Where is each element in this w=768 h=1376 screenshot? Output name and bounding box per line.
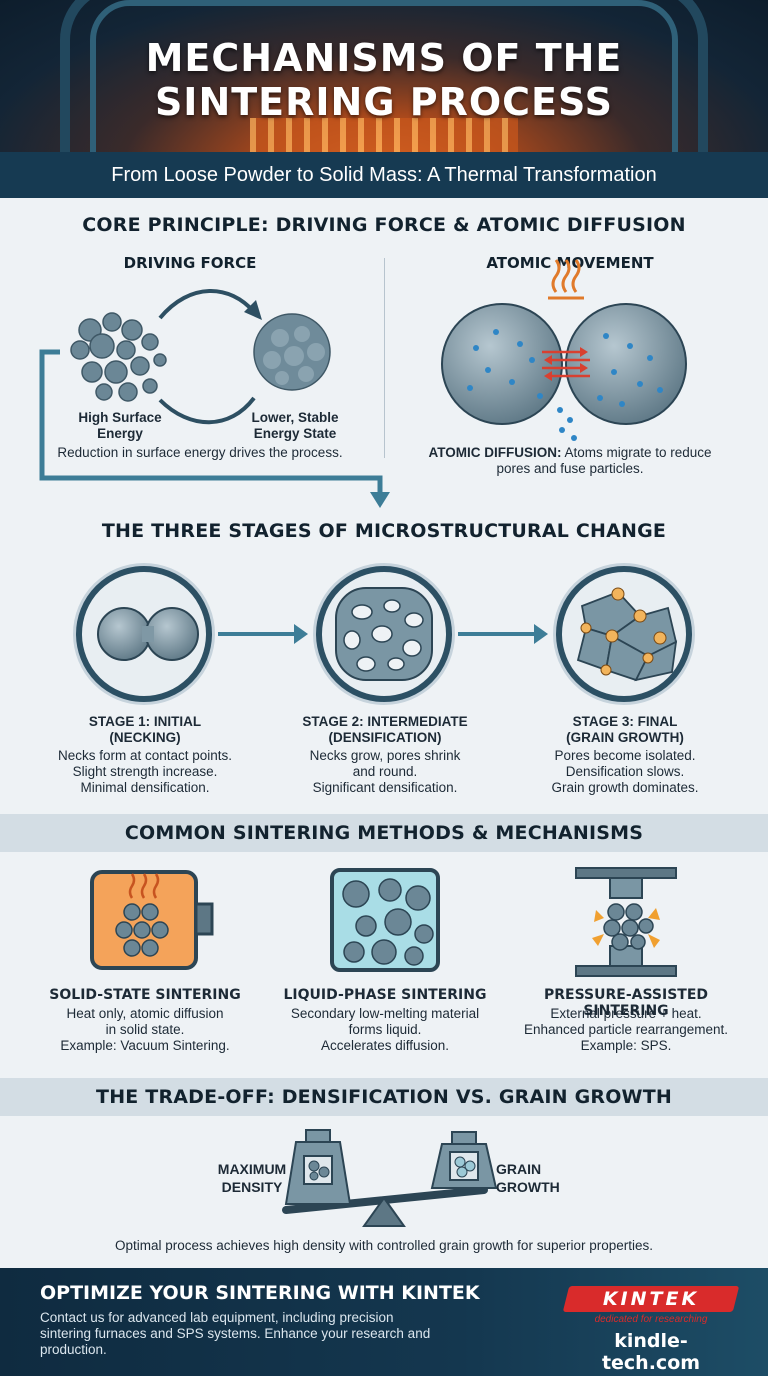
subtitle: From Loose Powder to Solid Mass: A Therm… bbox=[0, 152, 768, 198]
title-line-1: MECHANISMS OF THE bbox=[145, 36, 623, 80]
method-1-title: SOLID-STATE SINTERING bbox=[49, 987, 241, 1003]
grain-growth-line-1: GRAIN bbox=[496, 1161, 542, 1177]
atomic-movement-heading: ATOMIC MOVEMENT bbox=[486, 254, 654, 272]
high-energy-label: High Surface Energy bbox=[70, 410, 170, 442]
furnace-grate bbox=[250, 118, 518, 152]
stage-1-line-3: Minimal densification. bbox=[80, 780, 210, 795]
method-2-text: Secondary low-melting material forms liq… bbox=[265, 1006, 505, 1054]
atomic-diffusion-caption: ATOMIC DIFFUSION: Atoms migrate to reduc… bbox=[410, 445, 730, 477]
method-2-line-3: Accelerates diffusion. bbox=[320, 1038, 450, 1053]
stable-energy-label: Lower, Stable Energy State bbox=[240, 410, 350, 442]
stage-arrow-1-head bbox=[294, 624, 308, 644]
stages-section-title: THE THREE STAGES OF MICROSTRUCTURAL CHAN… bbox=[101, 520, 667, 542]
stage-3-title-line-2: (GRAIN GROWTH) bbox=[566, 730, 684, 745]
logo-tagline: dedicated for researching bbox=[594, 1314, 708, 1325]
stage-3-line-3: Grain growth dominates. bbox=[551, 780, 699, 795]
method-1-text: Heat only, atomic diffusion in solid sta… bbox=[20, 1006, 270, 1054]
grain-growth-line-2: GROWTH bbox=[496, 1179, 560, 1195]
stage-3-line-1: Pores become isolated. bbox=[554, 748, 696, 763]
stage-3-text: Pores become isolated. Densification slo… bbox=[520, 748, 730, 796]
stable-energy-line-1: Lower, Stable bbox=[251, 410, 339, 425]
core-section-title: CORE PRINCIPLE: DRIVING FORCE & ATOMIC D… bbox=[82, 214, 686, 236]
methods-section-title: COMMON SINTERING METHODS & MECHANISMS bbox=[124, 822, 644, 844]
furnace-frame bbox=[60, 0, 708, 152]
method-3-text: External pressure + heat. Enhanced parti… bbox=[500, 1006, 752, 1054]
hero-banner: MECHANISMS OF THE SINTERING PROCESS bbox=[0, 0, 768, 152]
title-line-2: SINTERING PROCESS bbox=[154, 80, 614, 124]
method-3-line-3: Example: SPS. bbox=[580, 1038, 672, 1053]
stage-arrow-1 bbox=[218, 632, 296, 636]
stage-1-line-1: Necks form at contact points. bbox=[57, 748, 233, 763]
logo-text: KINTEK bbox=[602, 1288, 700, 1310]
stage-2-title-line-1: STAGE 2: INTERMEDIATE bbox=[302, 714, 468, 729]
stage-illustrations bbox=[97, 587, 678, 682]
methods-band bbox=[0, 814, 768, 852]
high-energy-line-1: High Surface bbox=[78, 410, 162, 425]
max-density-line-1: MAXIMUM bbox=[217, 1161, 287, 1177]
method-1-line-1: Heat only, atomic diffusion bbox=[66, 1006, 224, 1021]
stage-1-line-2: Slight strength increase. bbox=[72, 764, 218, 779]
footer: OPTIMIZE YOUR SINTERING WITH KINTEK Cont… bbox=[0, 1268, 768, 1376]
stage-1-text: Necks form at contact points. Slight str… bbox=[40, 748, 250, 796]
stage-2-text: Necks grow, pores shrink and round. Sign… bbox=[280, 748, 490, 796]
stage-3-title-line-1: STAGE 3: FINAL bbox=[572, 714, 678, 729]
stage-arrow-2 bbox=[458, 632, 536, 636]
website-link[interactable]: kindle-tech.com bbox=[601, 1330, 701, 1374]
stage-3-title: STAGE 3: FINAL (GRAIN GROWTH) bbox=[520, 714, 730, 746]
max-density-label: MAXIMUM DENSITY bbox=[212, 1160, 292, 1196]
furnace-inner-frame bbox=[90, 0, 678, 152]
method-2-line-2: forms liquid. bbox=[348, 1022, 422, 1037]
footer-heading: OPTIMIZE YOUR SINTERING WITH KINTEK bbox=[40, 1282, 480, 1304]
atomic-diffusion-label: ATOMIC DIFFUSION: bbox=[428, 445, 562, 460]
atomic-diffusion-text: Atoms migrate to reduce bbox=[561, 445, 712, 460]
stage-2-title-line-2: (DENSIFICATION) bbox=[328, 730, 442, 745]
method-3-title: PRESSURE-ASSISTED SINTERING bbox=[543, 987, 709, 1019]
page-title: MECHANISMS OF THE SINTERING PROCESS bbox=[0, 36, 768, 124]
footer-body: Contact us for advanced lab equipment, i… bbox=[40, 1310, 431, 1357]
method-3-line-2: Enhanced particle rearrangement. bbox=[523, 1022, 729, 1037]
tradeoff-section-title: THE TRADE-OFF: DENSIFICATION VS. GRAIN G… bbox=[96, 1086, 672, 1108]
balance-scale-illustration bbox=[282, 1129, 498, 1227]
stable-energy-line-2: Energy State bbox=[253, 426, 337, 441]
stage-2-line-1: Necks grow, pores shrink bbox=[309, 748, 461, 763]
atomic-diffusion-text-2: pores and fuse particles. bbox=[496, 461, 644, 476]
driving-force-caption: Reduction in surface energy drives the p… bbox=[57, 445, 343, 460]
method-2-title: LIQUID-PHASE SINTERING bbox=[283, 987, 487, 1003]
stage-arrow-2-head bbox=[534, 624, 548, 644]
stage-2-line-2: and round. bbox=[352, 764, 418, 779]
stage-3-line-2: Densification slows. bbox=[565, 764, 685, 779]
driving-force-heading: DRIVING FORCE bbox=[123, 254, 257, 272]
stage-1-title: STAGE 1: INITIAL (NECKING) bbox=[40, 714, 250, 746]
method-1-line-3: Example: Vacuum Sintering. bbox=[60, 1038, 230, 1053]
method-illustrations bbox=[90, 867, 677, 977]
stage-1-title-line-2: (NECKING) bbox=[109, 730, 181, 745]
grain-growth-label: GRAIN GROWTH bbox=[496, 1160, 566, 1196]
stage-2-title: STAGE 2: INTERMEDIATE (DENSIFICATION) bbox=[280, 714, 490, 746]
high-energy-line-2: Energy bbox=[97, 426, 143, 441]
method-1-line-2: in solid state. bbox=[105, 1022, 185, 1037]
method-2-line-1: Secondary low-melting material bbox=[290, 1006, 480, 1021]
driving-force-illustration bbox=[39, 259, 687, 508]
stage-1-title-line-1: STAGE 1: INITIAL bbox=[88, 714, 202, 729]
column-divider bbox=[384, 258, 385, 458]
tradeoff-band bbox=[0, 1078, 768, 1116]
tradeoff-caption: Optimal process achieves high density wi… bbox=[114, 1238, 653, 1253]
method-3-line-1: External pressure + heat. bbox=[550, 1006, 702, 1021]
max-density-line-2: DENSITY bbox=[221, 1179, 283, 1195]
stage-2-line-3: Significant densification. bbox=[312, 780, 458, 795]
